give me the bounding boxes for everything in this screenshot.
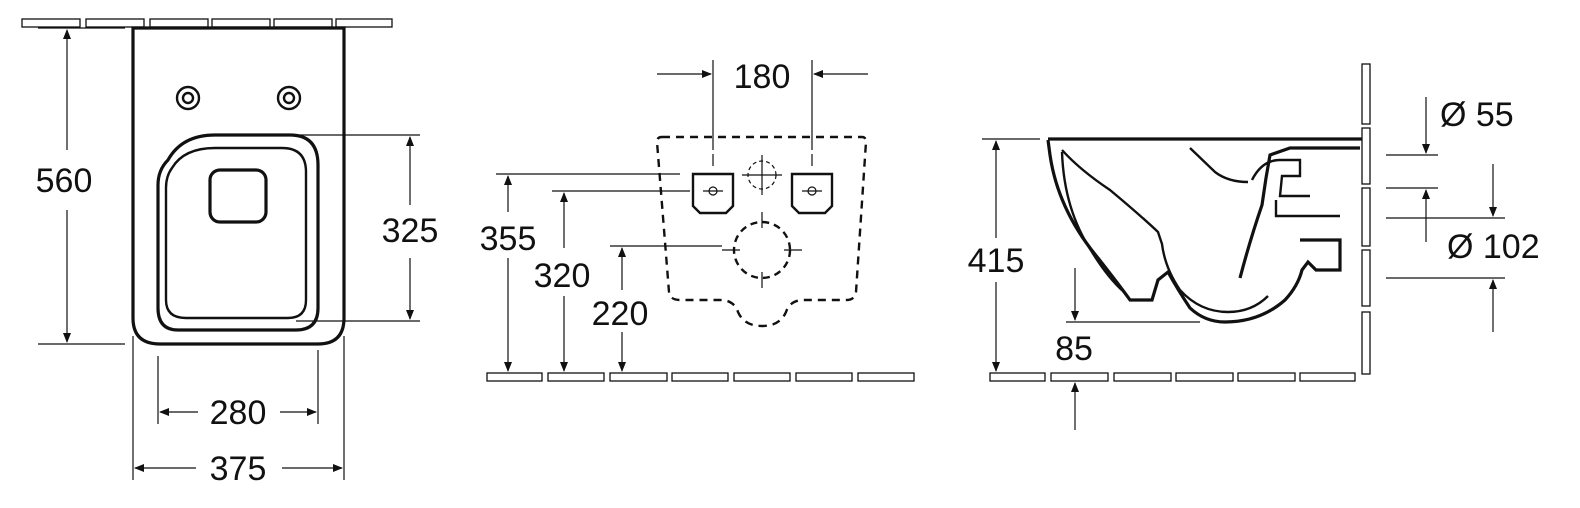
dim-fixing-spacing-label: 180	[734, 58, 791, 96]
dim-outer-width-label: 375	[210, 450, 267, 488]
bowl-outline	[131, 26, 346, 346]
dim-height-c-label: 220	[592, 295, 649, 333]
seat-outline	[156, 133, 320, 332]
fixing-lug-left	[691, 154, 735, 215]
rear-view: 180 355 320 220	[480, 58, 915, 382]
lid-pad	[208, 168, 268, 224]
floor-tiles	[486, 372, 915, 382]
dim-seat-depth-label: 325	[382, 212, 439, 250]
dim-height-a-label: 355	[480, 220, 537, 258]
outlet-opening	[722, 212, 802, 288]
rear-contour	[655, 135, 868, 328]
inlet-opening	[742, 155, 782, 195]
dim-outlet-dia-label: Ø 102	[1447, 228, 1540, 266]
top-view: 560 325 280 375	[21, 18, 439, 488]
dim-height-b-label: 320	[534, 257, 591, 295]
bowl-inner	[1061, 149, 1269, 314]
trapway-inner	[1250, 158, 1310, 198]
dim-length-label: 560	[36, 162, 93, 200]
dim-rim-height-label: 415	[968, 242, 1025, 280]
dim-floor-clearance-label: 85	[1055, 330, 1093, 368]
bowl-inner-2	[1060, 151, 1125, 293]
seat-inner	[164, 146, 308, 320]
fixing-lug-right	[790, 154, 834, 215]
floor-tiles-side	[989, 372, 1356, 382]
hinge-bolt-right	[276, 85, 302, 111]
dim-inlet-dia-label: Ø 55	[1440, 96, 1514, 134]
side-view: 415 85 Ø 55 Ø 102	[968, 63, 1540, 430]
wall-tiles-side	[1361, 63, 1371, 375]
hinge-bolt-left	[175, 85, 201, 111]
trapway	[1238, 146, 1360, 279]
dim-inner-width-label: 280	[210, 394, 267, 432]
wall-tiles	[21, 18, 393, 28]
bowl-shell	[1046, 139, 1342, 324]
